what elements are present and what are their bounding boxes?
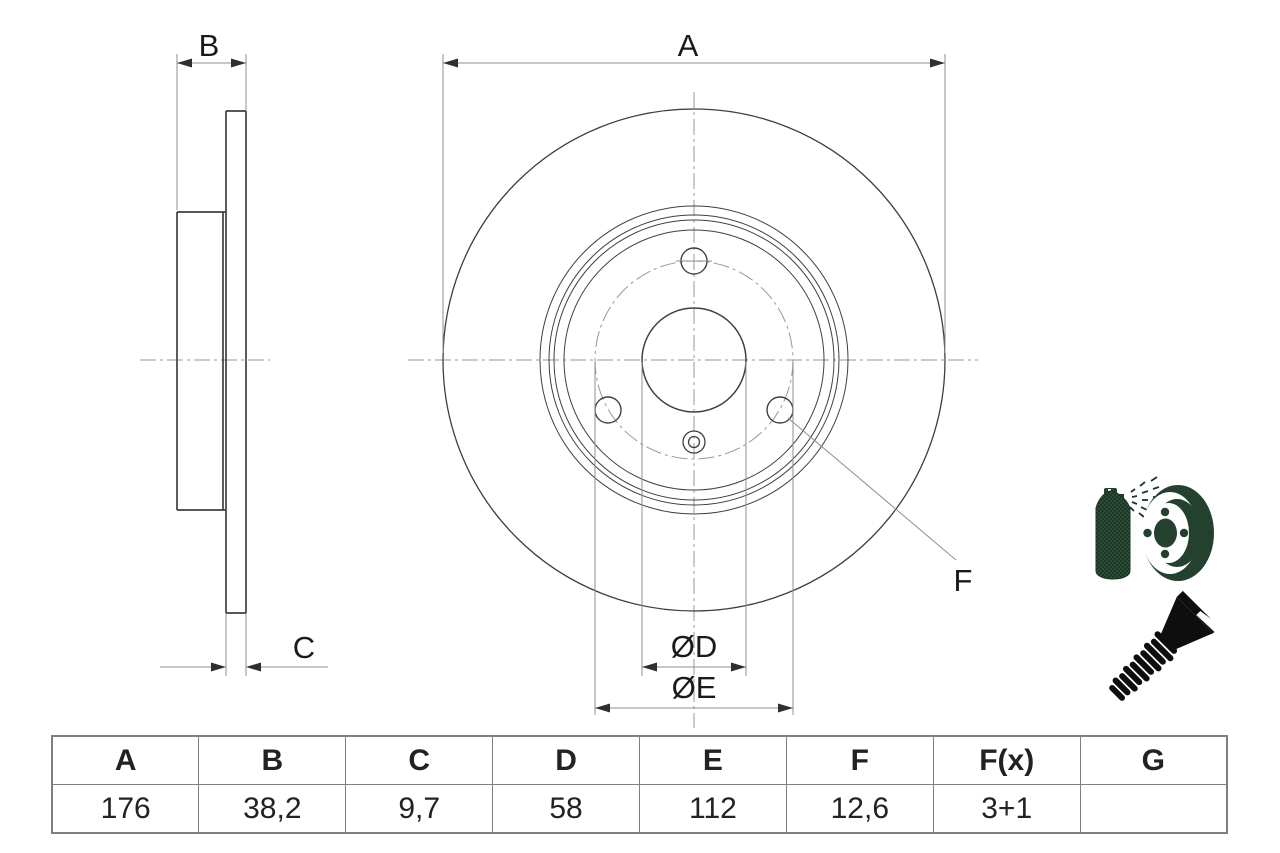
value-E: 112 (639, 784, 787, 834)
spray-can-coating-icon (1095, 476, 1160, 580)
value-A: 176 (51, 784, 200, 834)
dim-label-F: F (954, 563, 973, 598)
col-header-E: E (639, 735, 787, 785)
col-header-G: G (1079, 735, 1228, 785)
coated-brake-disc-icon (1141, 485, 1214, 581)
table-header-row: A B C D E F F(x) G (51, 735, 1228, 785)
col-header-D: D (492, 735, 640, 785)
drawing-canvas: B C A (140, 28, 1222, 728)
value-F: 12,6 (785, 784, 934, 834)
col-header-Fx: F(x) (932, 735, 1081, 785)
screw-threads (1109, 631, 1178, 701)
value-C: 9,7 (345, 784, 494, 834)
side-view (176, 110, 247, 614)
dim-label-diameter-e: ØE (672, 670, 717, 705)
front-view (442, 108, 946, 612)
value-G (1079, 784, 1228, 834)
dimension-B: B (176, 28, 247, 210)
col-header-F: F (785, 735, 934, 785)
dimension-F: F (787, 417, 973, 598)
col-header-B: B (198, 735, 347, 785)
col-header-A: A (51, 735, 200, 785)
dimension-A: A (442, 28, 946, 353)
dim-label-C: C (293, 630, 315, 665)
dimension-E: ØE (594, 362, 794, 715)
countersunk-screw-icon (1109, 590, 1222, 701)
dim-label-B: B (199, 28, 220, 63)
dimension-D: ØD (641, 362, 747, 676)
center-bore (641, 307, 747, 413)
value-B: 38,2 (198, 784, 347, 834)
dimension-C: C (160, 613, 328, 676)
dimension-table: A B C D E F F(x) G 176 38,2 9,7 58 112 1… (51, 735, 1228, 834)
value-Fx: 3+1 (932, 784, 1081, 834)
center-lines (140, 92, 978, 728)
pin-hole-inner (687, 435, 701, 449)
value-D: 58 (492, 784, 640, 834)
dim-label-A: A (678, 28, 699, 63)
pin-hole-outer (682, 430, 706, 454)
coating-icon (1095, 476, 1214, 581)
col-header-C: C (345, 735, 494, 785)
table-value-row: 176 38,2 9,7 58 112 12,6 3+1 (51, 784, 1228, 834)
dim-label-diameter-d: ØD (671, 629, 718, 664)
